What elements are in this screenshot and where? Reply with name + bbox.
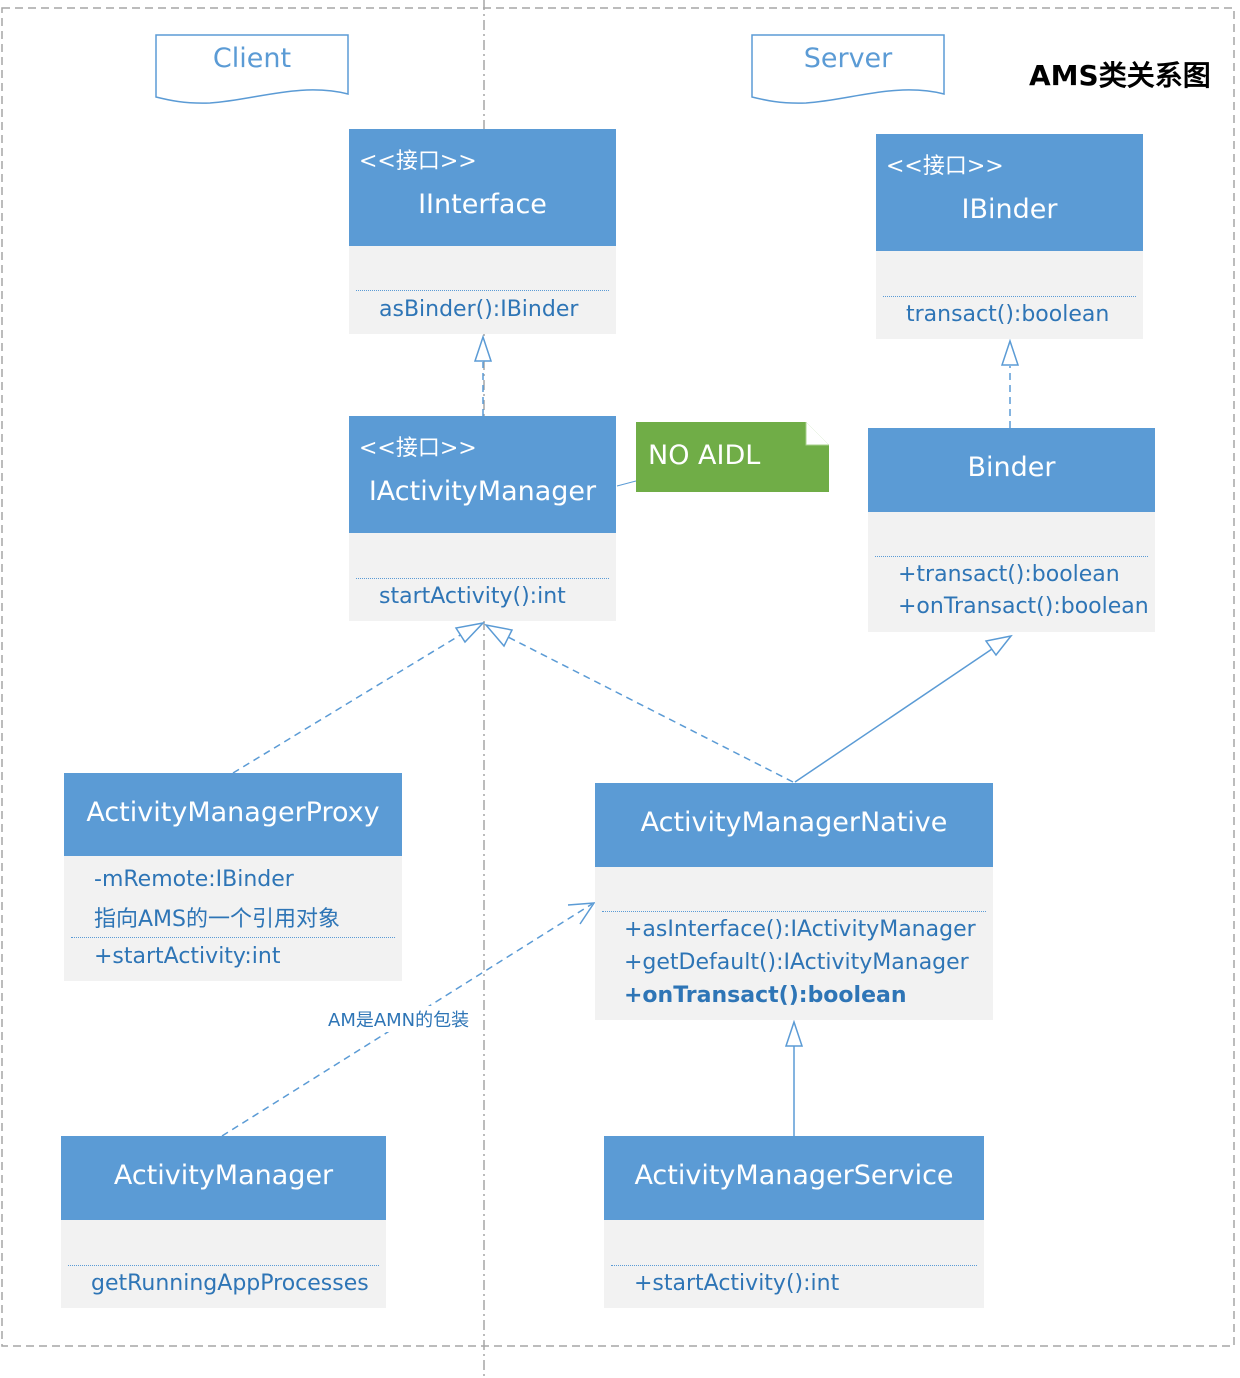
edge-label-am-wraps-amn: AM是AMN的包装 <box>326 1006 472 1032</box>
method-label: startActivity():int <box>379 584 566 609</box>
method-label: +onTransact():boolean <box>624 983 907 1008</box>
stereotype-label: <<接口>> <box>359 436 477 461</box>
method-label: +getDefault():IActivityManager <box>624 950 969 975</box>
class-name: IActivityManager <box>368 476 597 507</box>
class-iinterface: <<接口>> IInterface asBinder():IBinder <box>349 129 616 334</box>
separator <box>602 911 986 912</box>
separator <box>68 1265 379 1266</box>
class-header: <<接口>> IActivityManager <box>349 416 616 533</box>
class-activitymanagerproxy: ActivityManagerProxy -mRemote:IBinder 指向… <box>64 773 402 981</box>
class-header: ActivityManagerProxy <box>64 773 402 856</box>
stereotype-label: <<接口>> <box>886 154 1004 179</box>
stereotype-label: <<接口>> <box>359 149 477 174</box>
note-shape <box>636 422 829 492</box>
server-package-label: Server <box>803 43 893 74</box>
class-name: ActivityManagerNative <box>640 807 948 838</box>
class-activitymanager: ActivityManager getRunningAppProcesses <box>61 1136 386 1308</box>
client-package-shape <box>155 34 349 104</box>
class-name: IBinder <box>961 194 1058 225</box>
server-package-shape <box>751 34 945 104</box>
note-label: NO AIDL <box>648 440 761 471</box>
class-name: ActivityManagerService <box>634 1160 954 1191</box>
diagram-title: AMS类关系图 <box>1029 59 1211 92</box>
class-header: <<接口>> IBinder <box>876 134 1143 251</box>
client-package: Client <box>156 35 348 95</box>
note-no-aidl: NO AIDL <box>636 422 829 492</box>
method-label: +transact():boolean <box>898 562 1120 587</box>
class-header: <<接口>> IInterface <box>349 129 616 246</box>
class-name: IInterface <box>418 189 547 220</box>
method-label: getRunningAppProcesses <box>91 1271 369 1296</box>
method-label: +asInterface():IActivityManager <box>624 917 976 942</box>
class-header: Binder <box>868 428 1155 512</box>
field-label: -mRemote:IBinder <box>94 867 294 892</box>
class-header: ActivityManagerNative <box>595 783 993 867</box>
arrowhead-ibinder <box>1000 338 1020 366</box>
class-name: ActivityManagerProxy <box>86 797 380 828</box>
separator <box>611 1265 977 1266</box>
note-fold <box>805 422 829 446</box>
note-connector <box>616 480 637 487</box>
arrowhead-iam-left <box>454 621 486 644</box>
separator <box>875 556 1148 557</box>
class-header: ActivityManager <box>61 1136 386 1220</box>
class-name: ActivityManager <box>113 1160 334 1191</box>
class-binder: Binder +transact():boolean +onTransact()… <box>868 428 1155 632</box>
separator <box>883 296 1136 297</box>
method-label: transact():boolean <box>906 302 1110 327</box>
client-package-label: Client <box>212 43 292 74</box>
class-header: ActivityManagerService <box>604 1136 984 1220</box>
class-activitymanagernative: ActivityManagerNative +asInterface():IAc… <box>595 783 993 1020</box>
arrowhead-native <box>784 1019 804 1047</box>
method-label: asBinder():IBinder <box>379 297 579 322</box>
method-label: +startActivity():int <box>634 1271 840 1296</box>
arrowhead-binder <box>984 634 1013 657</box>
class-iactivitymanager: <<接口>> IActivityManager startActivity():… <box>349 416 616 621</box>
class-activitymanagerservice: ActivityManagerService +startActivity():… <box>604 1136 984 1308</box>
edge-native-to-iam <box>507 636 794 783</box>
arrowhead-am-dependency <box>567 902 596 925</box>
separator <box>356 290 609 291</box>
method-label: +onTransact():boolean <box>898 594 1149 619</box>
server-package: Server <box>752 35 944 95</box>
field-comment: 指向AMS的一个引用对象 <box>94 907 340 932</box>
class-ibinder: <<接口>> IBinder transact():boolean <box>876 134 1143 339</box>
arrowhead-iam-right <box>484 623 514 648</box>
outer-frame <box>1 7 1235 1347</box>
arrowhead-iinterface <box>473 334 493 362</box>
separator <box>71 937 395 938</box>
edge-proxy-to-iam <box>232 633 463 774</box>
method-label: +startActivity:int <box>94 944 281 969</box>
class-name: Binder <box>967 452 1056 483</box>
separator <box>356 578 609 579</box>
edge-native-to-binder <box>794 648 993 783</box>
